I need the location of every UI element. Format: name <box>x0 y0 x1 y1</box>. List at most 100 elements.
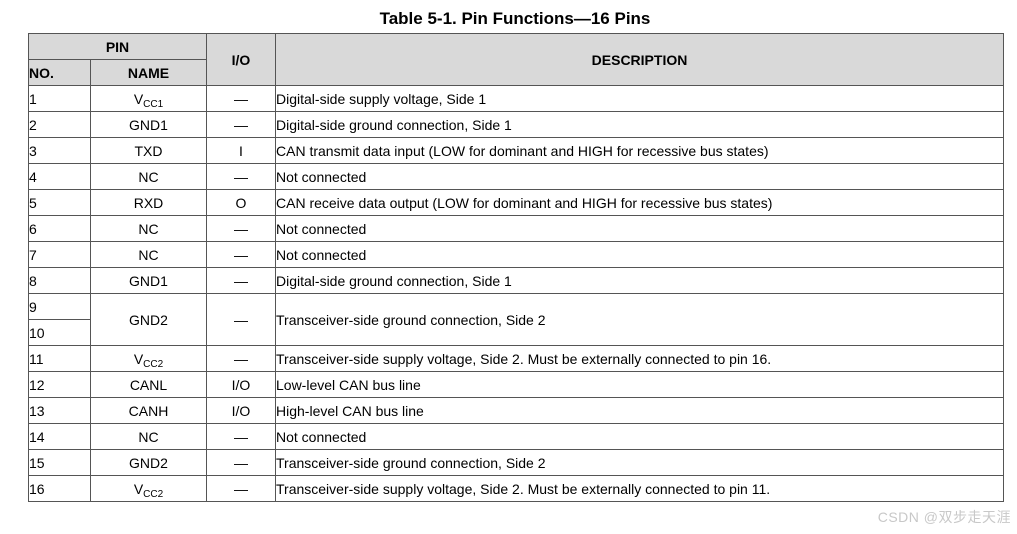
table-row: 15 GND2 —Transceiver-side ground connectio… <box>28 449 1004 476</box>
pin-description: Transceiver-side ground connection, Side… <box>275 449 1004 476</box>
pin-number: 16 <box>28 475 91 502</box>
watermark: CSDN @双步走天涯 <box>877 509 1011 525</box>
pin-io: I <box>206 137 276 164</box>
pin-description: Transceiver-side ground connection, Side… <box>275 293 1004 346</box>
table-row: 2 GND1 —Digital-side ground connection, Si… <box>28 111 1004 138</box>
header-description: DESCRIPTION <box>275 33 1004 86</box>
pin-name-cell: GND2 <box>90 449 207 476</box>
pin-number: 2 <box>28 111 91 138</box>
header-pin: PIN <box>28 33 207 60</box>
pin-name-cell: NC <box>90 423 207 450</box>
pin-number: 5 <box>28 189 91 216</box>
pin-name-subscript: CC2 <box>143 488 164 500</box>
pin-number: 10 <box>28 319 91 346</box>
pin-io: — <box>206 241 276 268</box>
pin-name-cell: GND1 <box>90 111 207 138</box>
pin-number: 7 <box>28 241 91 268</box>
pin-io: I/O <box>206 397 276 424</box>
pin-name-cell: VCC2 <box>90 345 207 372</box>
pin-name: GND2 <box>129 454 168 471</box>
pin-io: — <box>206 293 276 346</box>
pin-description: Not connected <box>275 163 1004 190</box>
header-name: NAME <box>90 59 207 86</box>
pin-io: — <box>206 215 276 242</box>
pin-name-cell: NC <box>90 163 207 190</box>
pin-number: 3 <box>28 137 91 164</box>
pin-name-cell: GND1 <box>90 267 207 294</box>
pin-name: TXD <box>134 142 163 159</box>
pin-description: High-level CAN bus line <box>275 397 1004 424</box>
header-io: I/O <box>206 33 276 86</box>
pin-description: Not connected <box>275 215 1004 242</box>
pin-name-cell: VCC1 <box>90 85 207 112</box>
table-row: 10 <box>28 319 1004 346</box>
pin-name: CANL <box>129 376 168 393</box>
pin-name-cell: NC <box>90 241 207 268</box>
pin-io: — <box>206 267 276 294</box>
pin-name: GND1 <box>129 272 168 289</box>
pin-description: Digital-side ground connection, Side 1 <box>275 267 1004 294</box>
pin-name-subscript: CC2 <box>143 358 164 370</box>
pin-number: 15 <box>28 449 91 476</box>
pin-name: NC <box>138 246 159 263</box>
header-no: NO. <box>28 59 91 86</box>
pin-number: 14 <box>28 423 91 450</box>
pin-number: 9 <box>28 293 91 320</box>
pin-name: NC <box>138 168 159 185</box>
pin-name-cell: CANH <box>90 397 207 424</box>
pin-name: NC <box>138 220 159 237</box>
pin-io: — <box>206 449 276 476</box>
pin-name-cell: NC <box>90 215 207 242</box>
pin-name-cell: TXD <box>90 137 207 164</box>
pin-name-cell: GND2 <box>90 293 207 346</box>
pin-name-cell: VCC2 <box>90 475 207 502</box>
pin-io: — <box>206 163 276 190</box>
pin-name: V <box>133 350 144 367</box>
pin-description: Transceiver-side supply voltage, Side 2.… <box>275 345 1004 372</box>
pin-io: — <box>206 111 276 138</box>
pin-io: O <box>206 189 276 216</box>
pin-number: 11 <box>28 345 91 372</box>
pin-name: NC <box>138 428 159 445</box>
pin-number: 1 <box>28 85 91 112</box>
pin-description: Transceiver-side supply voltage, Side 2.… <box>275 475 1004 502</box>
table-row: 4 NC —Not connected <box>28 163 1004 190</box>
pin-name: RXD <box>133 194 164 211</box>
table-title: Table 5-1. Pin Functions—16 Pins <box>379 9 651 28</box>
pin-description: CAN receive data output (LOW for dominan… <box>275 189 1004 216</box>
pin-number: 13 <box>28 397 91 424</box>
table-row: 7 NC —Not connected <box>28 241 1004 268</box>
pin-io: — <box>206 85 276 112</box>
table-row: 8 GND1 —Digital-side ground connection, Si… <box>28 267 1004 294</box>
pin-description: Digital-side ground connection, Side 1 <box>275 111 1004 138</box>
pin-name-cell: CANL <box>90 371 207 398</box>
pin-number: 12 <box>28 371 91 398</box>
pin-name-subscript: CC1 <box>143 98 164 110</box>
pin-description: Not connected <box>275 241 1004 268</box>
pin-name: GND1 <box>129 116 168 133</box>
table-row: 14 NC —Not connected <box>28 423 1004 450</box>
pin-name: V <box>133 90 144 107</box>
pin-number: 4 <box>28 163 91 190</box>
pin-io: — <box>206 423 276 450</box>
pin-description: CAN transmit data input (LOW for dominan… <box>275 137 1004 164</box>
pin-name-cell: RXD <box>90 189 207 216</box>
pin-io: — <box>206 475 276 502</box>
pin-name: V <box>133 480 144 497</box>
pin-description: Low-level CAN bus line <box>275 371 1004 398</box>
pin-name: GND2 <box>129 311 168 328</box>
pin-name: CANH <box>128 402 169 419</box>
pin-io: I/O <box>206 371 276 398</box>
pin-description: Not connected <box>275 423 1004 450</box>
pin-number: 8 <box>28 267 91 294</box>
pin-io: — <box>206 345 276 372</box>
